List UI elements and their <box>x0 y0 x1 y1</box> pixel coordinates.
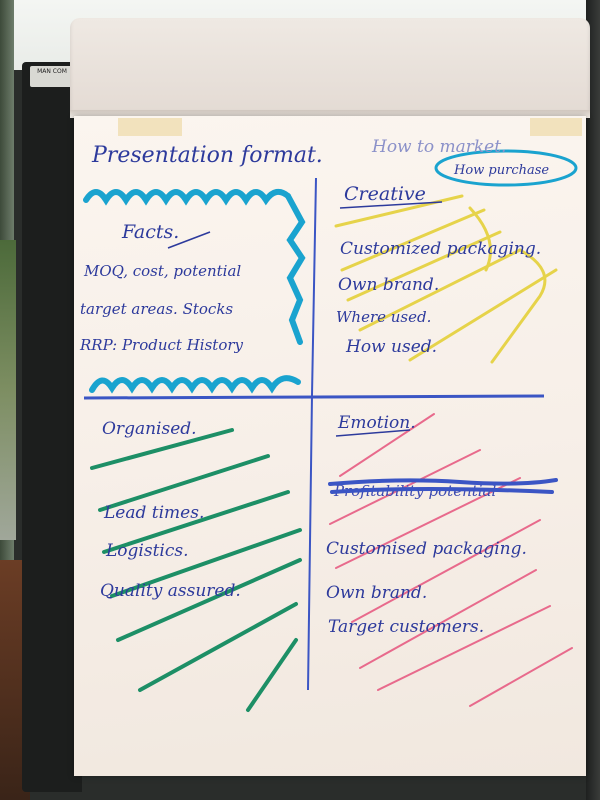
yellow-highlight-strokes <box>334 194 558 362</box>
facts-heading: Facts. <box>121 221 179 243</box>
pink-highlight-strokes <box>329 413 573 707</box>
monitor-label: MAN COM <box>30 66 74 87</box>
tape-strip-left <box>118 118 182 136</box>
flip-chart-sheet <box>74 116 586 776</box>
foliage-background <box>0 240 16 540</box>
facts-line-2: target areas. Stocks <box>80 300 233 318</box>
flip-chart-pad <box>70 18 590 118</box>
organised-line-2: Logistics. <box>105 541 189 561</box>
tape-strip-right <box>530 118 582 136</box>
circle-mark <box>434 149 578 187</box>
organised-line-3: Quality assured. <box>100 581 241 601</box>
cyan-squiggle-bottom <box>89 375 301 394</box>
horizontal-divider <box>83 394 545 400</box>
emotion-strikethrough <box>328 478 558 494</box>
creative-line-2: Own brand. <box>338 275 439 295</box>
emotion-line-2: Own brand. <box>326 583 427 603</box>
cyan-squiggle-side <box>285 193 306 345</box>
header-circled-text: How purchase <box>453 163 549 178</box>
organised-heading: Organised. <box>102 419 197 439</box>
vertical-divider <box>307 177 317 691</box>
creative-line-4: How used. <box>345 337 437 357</box>
creative-heading-underline <box>339 201 443 209</box>
creative-heading: Creative <box>344 183 426 205</box>
monitor-edge <box>22 62 82 792</box>
header-subtitle: How to market. <box>371 137 506 157</box>
facts-line-1: MOQ, cost, potential <box>83 262 241 280</box>
yellow-highlight-curves <box>468 206 547 364</box>
header-title: Presentation format. <box>91 143 323 168</box>
emotion-heading-underline <box>335 429 411 437</box>
facts-heading-mark <box>167 231 211 249</box>
flip-chart-fold <box>70 110 590 118</box>
facts-line-3: RRP: Product History <box>79 336 244 354</box>
easel-post <box>586 0 600 800</box>
emotion-line-1: Customised packaging. <box>326 539 527 559</box>
creative-line-3: Where used. <box>336 308 431 326</box>
cyan-squiggle-top <box>83 188 291 206</box>
organised-line-1: Lead times. <box>103 503 204 523</box>
green-highlight-strokes <box>90 428 302 712</box>
emotion-heading: Emotion. <box>337 413 416 433</box>
creative-line-1: Customized packaging. <box>340 239 541 259</box>
emotion-line-3: Target customers. <box>328 617 484 637</box>
